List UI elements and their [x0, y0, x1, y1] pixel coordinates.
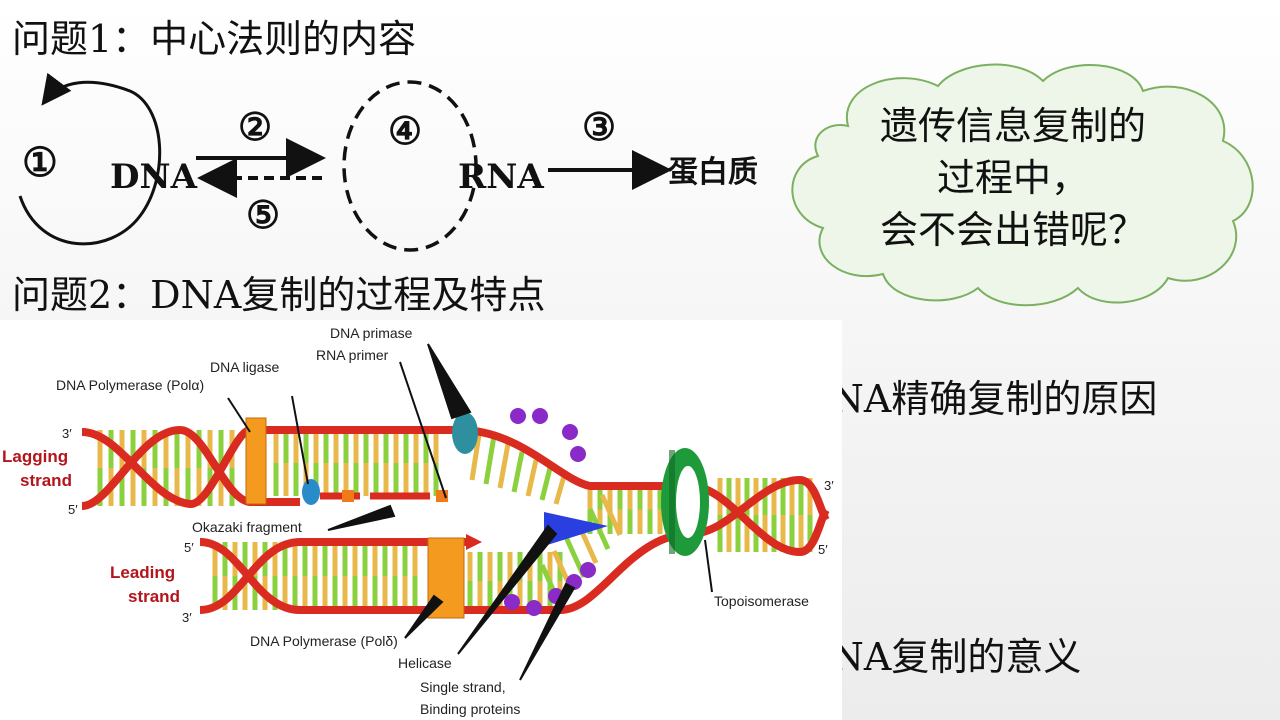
fork-top-base	[469, 427, 483, 481]
label-okazaki: Okazaki fragment	[192, 519, 302, 535]
end-leading-3: 3′	[182, 610, 192, 625]
label-lagging-1: Lagging	[2, 447, 68, 466]
label-ssb-2: Binding proteins	[420, 701, 520, 717]
step-1-label: ①	[22, 139, 58, 186]
topoisomerase-ring-inner	[676, 466, 700, 538]
lagging-new-backbone	[81, 425, 300, 510]
dna-label: DNA	[110, 157, 198, 197]
base-pairs	[97, 427, 813, 610]
cloud-line-2: 过程中，	[936, 156, 1089, 200]
helicase-enzyme	[544, 512, 608, 546]
ssb-protein	[504, 594, 520, 610]
protein-label: 蛋白质	[668, 155, 758, 190]
fork-bottom-base	[587, 507, 611, 551]
fork-top-base	[511, 451, 525, 493]
ssb-protein	[510, 408, 526, 424]
label-pol-alpha: DNA Polymerase (Polα)	[56, 377, 204, 393]
cloud-line-3: 会不会出错呢？	[879, 208, 1146, 252]
step-2-label: ②	[238, 104, 272, 149]
label-leading-2: strand	[128, 587, 180, 606]
label-lagging-2: strand	[20, 471, 72, 490]
ssb-protein	[570, 446, 586, 462]
replication-fork-diagram: DNA primase RNA primer DNA ligase DNA Po…	[2, 325, 834, 717]
cloud-line-1: 遗传信息复制的	[879, 104, 1146, 148]
leading-new-backbone	[199, 538, 470, 614]
step-4-label: ④	[388, 108, 422, 153]
dna-primase-enzyme	[452, 412, 478, 454]
cloud-text: 遗传信息复制的 过程中， 会不会出错呢？	[778, 100, 1248, 256]
central-dogma-diagram: ① DNA ② ⑤ ④ RNA ③ 蛋白质	[18, 72, 758, 252]
cloud-shape	[791, 63, 1254, 307]
fork-top-base	[483, 435, 497, 485]
step-5-label: ⑤	[246, 192, 280, 237]
ssb-protein	[526, 600, 542, 616]
label-pol-delta: DNA Polymerase (Polδ)	[250, 633, 398, 649]
rna-label: RNA	[458, 157, 544, 197]
polymerase-alpha	[245, 417, 267, 505]
label-helicase: Helicase	[398, 655, 452, 671]
dna-ligase-enzyme	[302, 479, 320, 505]
ssb-protein	[580, 562, 596, 578]
fork-bottom-base	[599, 493, 623, 537]
rna-primer-mark	[342, 490, 354, 502]
fork-top-base	[497, 443, 511, 489]
replication-fork-panel: DNA primase RNA primer DNA ligase DNA Po…	[0, 320, 842, 720]
fork-top-base	[525, 459, 539, 497]
thought-cloud	[791, 63, 1254, 307]
okazaki-fragments	[320, 490, 448, 502]
label-dna-ligase: DNA ligase	[210, 359, 279, 375]
label-leading-1: Leading	[110, 563, 175, 582]
question-1: 问题1：中心法则的内容	[12, 17, 417, 61]
end-lagging-5: 5′	[68, 502, 78, 517]
end-right-3: 3′	[824, 478, 834, 493]
label-dna-primase: DNA primase	[330, 325, 413, 341]
lagging-template-backbone	[81, 426, 690, 508]
end-lagging-3: 3′	[62, 426, 72, 441]
step-3-label: ③	[582, 104, 616, 149]
backbones	[81, 425, 830, 614]
end-leading-5: 5′	[184, 540, 194, 555]
ssb-protein	[532, 408, 548, 424]
fork-top-base	[553, 475, 567, 505]
rna-replication-loop	[342, 80, 478, 252]
ssb-protein	[562, 424, 578, 440]
label-ssb-1: Single strand,	[420, 679, 506, 695]
parent-backbone-top	[689, 482, 830, 557]
end-right-5: 5′	[818, 542, 828, 557]
parent-backbone-bottom	[689, 475, 830, 538]
label-rna-primer: RNA primer	[316, 347, 389, 363]
label-topoisomerase: Topoisomerase	[714, 593, 809, 609]
pointer-lines	[227, 343, 713, 681]
replication-loop-arrow	[18, 72, 162, 246]
fork-top-base	[539, 467, 553, 501]
leading-growth-arrow	[466, 534, 482, 550]
question-2: 问题2：DNA复制的过程及特点	[12, 273, 546, 317]
